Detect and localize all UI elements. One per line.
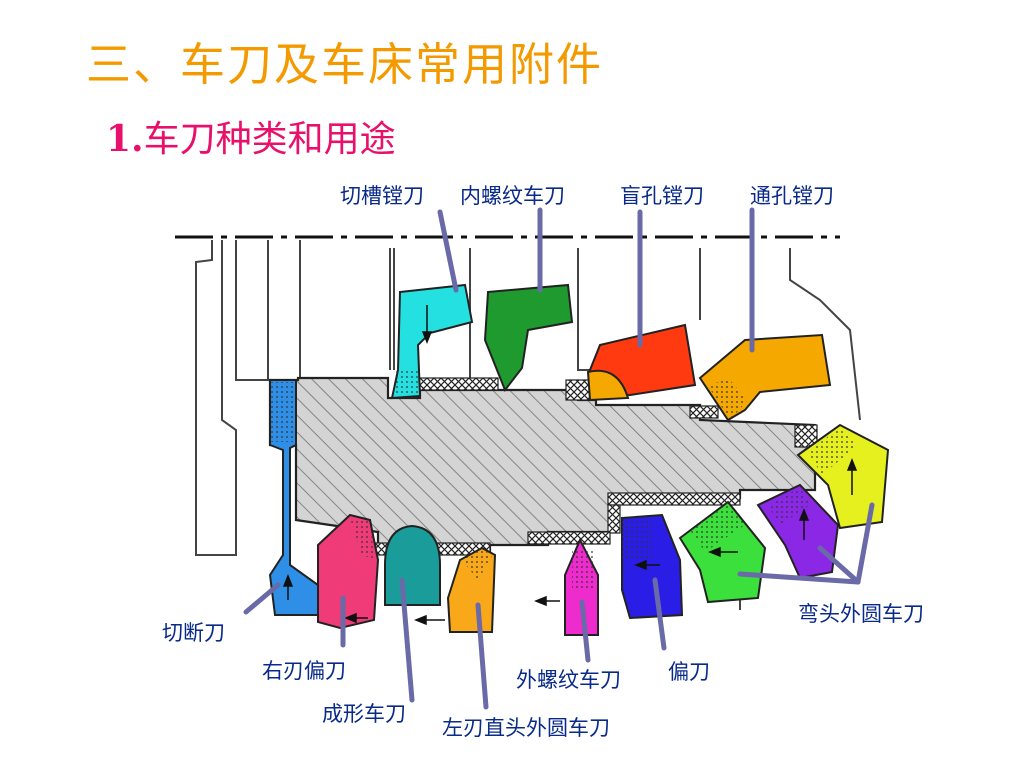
label-forming: 成形车刀 [322,702,406,726]
label-bent-od: 弯头外圆车刀 [798,602,924,626]
label-external-thread: 外螺纹车刀 [516,668,621,692]
label-blind-hole-boring: 盲孔镗刀 [620,184,704,208]
label-grooving-boring: 切槽镗刀 [340,184,424,208]
label-internal-thread: 内螺纹车刀 [460,184,565,208]
tool-through-hole-boring [698,333,832,422]
feed-arrows [282,305,858,626]
tool-internal-thread [483,283,574,392]
tool-bent-od-yellow [796,423,890,530]
tool-right-offset [317,513,380,630]
tool-forming [384,524,441,606]
leader-lines [243,207,875,710]
chuck-outline [195,240,861,610]
label-parting: 切断刀 [162,621,225,645]
label-offset: 偏刀 [668,660,710,684]
tool-blind-hole-boring [586,323,697,402]
tool-offset [621,513,684,620]
label-through-hole-boring: 通孔镗刀 [750,184,834,208]
page-title: 三、车刀及车床常用附件 [86,38,604,91]
section-number: 1. [106,118,144,160]
section-subtitle: 1.车刀种类和用途 [106,110,396,162]
tool-external-thread [564,537,599,636]
label-right-offset: 右刃偏刀 [262,659,346,683]
label-left-straight-od: 左刃直头外圆车刀 [442,716,610,740]
tool-grooving-boring [390,283,474,400]
tool-left-straight-od [446,546,497,633]
section-subtitle-text: 车刀种类和用途 [143,119,396,160]
tool-bent-od-purple [756,483,840,580]
